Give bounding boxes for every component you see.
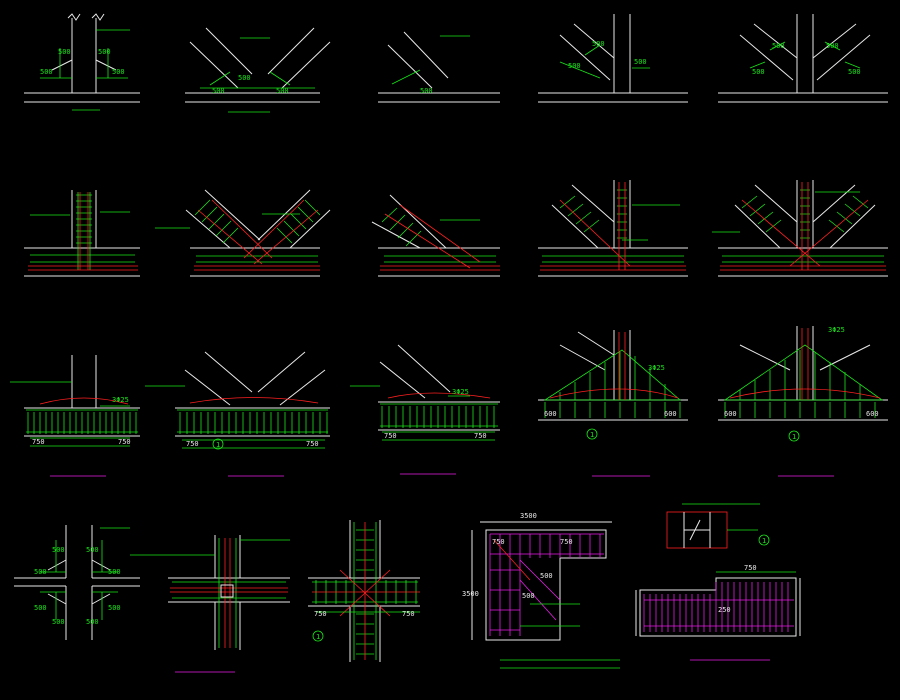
callout-number: 1	[316, 633, 320, 641]
dim-label: 600	[544, 410, 557, 418]
detail-a-haunch: 750 750 3Φ25	[10, 355, 140, 477]
dim-label: 500	[276, 87, 289, 95]
dim-label: 500	[848, 68, 861, 76]
dim-label: 500	[34, 604, 47, 612]
detail-d-rebar	[538, 180, 688, 277]
dim-label: 500	[112, 68, 125, 76]
dim-label: 250	[718, 606, 731, 614]
detail-c-haunch: 750 750 3Φ25	[350, 344, 500, 475]
dim-label: 500	[212, 87, 225, 95]
callout-number: 1	[590, 431, 594, 439]
dim-label: 600	[664, 410, 677, 418]
dim-label: 750	[384, 432, 397, 440]
corner-detail: 3500 3500 500 500 750 750	[462, 512, 620, 669]
dim-label: 500	[826, 42, 839, 50]
detail-c-outline: 500	[378, 31, 500, 103]
cross-rebar	[130, 535, 290, 673]
dim-label: 750	[474, 432, 487, 440]
callout-marker	[586, 428, 598, 440]
detail-b-haunch: 750 750 1	[145, 351, 330, 477]
dim-label: 3Φ25	[452, 388, 469, 396]
dim-label: 500	[752, 68, 765, 76]
dim-label: 750	[306, 440, 319, 448]
dim-label: 750	[118, 438, 131, 446]
callout-number: 1	[792, 433, 796, 441]
dim-label: 3500	[462, 590, 479, 598]
dim-label: 600	[724, 410, 737, 418]
detail-e-haunch: 600 600 3Φ25 1	[718, 326, 888, 477]
beam-section: 1	[666, 503, 770, 549]
detail-e-outline: 500 500 500 500	[718, 14, 888, 103]
dim-label: 750	[402, 610, 415, 618]
dim-label: 500	[420, 87, 433, 95]
callout-marker	[312, 630, 324, 642]
dim-label: 3Φ25	[112, 396, 129, 404]
callout-number: 1	[216, 441, 220, 449]
dim-label: 500	[98, 48, 111, 56]
dim-label: 750	[492, 538, 505, 546]
detail-c-rebar	[371, 194, 500, 277]
dim-label: 3Φ25	[648, 364, 665, 372]
dim-label: 750	[314, 610, 327, 618]
beam-elevation: 750 250	[635, 564, 801, 661]
dim-label: 500	[108, 568, 121, 576]
cross-haunch: 750 750 1	[308, 520, 420, 662]
node-box	[220, 584, 234, 598]
detail-a-outline: 500 500 500 500	[24, 13, 140, 111]
dim-label: 500	[34, 568, 47, 576]
callout-marker	[212, 438, 224, 450]
dim-label: 500	[540, 572, 553, 580]
dim-label: 750	[560, 538, 573, 546]
dim-label: 500	[522, 592, 535, 600]
callout-marker	[788, 430, 800, 442]
detail-d-haunch: 600 600 3Φ25 1	[538, 330, 688, 477]
detail-e-rebar	[712, 180, 888, 277]
dim-label: 500	[108, 604, 121, 612]
dim-label: 500	[86, 546, 99, 554]
detail-b-outline: 500 500 500	[185, 27, 331, 113]
dim-label: 750	[744, 564, 757, 572]
dim-label: 500	[238, 74, 251, 82]
dim-label: 500	[52, 618, 65, 626]
dim-label: 500	[568, 62, 581, 70]
callout-marker	[758, 534, 770, 546]
detail-d-outline: 500 500 500	[538, 14, 688, 103]
dim-label: 500	[40, 68, 53, 76]
dim-label: 750	[32, 438, 45, 446]
detail-a-rebar	[24, 190, 140, 277]
dim-label: 500	[772, 42, 785, 50]
cross-outline: 500 500 500 500 500 500 500 500	[14, 525, 140, 640]
detail-b-rebar	[155, 189, 331, 277]
dim-label: 3Φ25	[828, 326, 845, 334]
dim-label: 500	[592, 40, 605, 48]
callout-number: 1	[762, 537, 766, 545]
dim-label: 500	[86, 618, 99, 626]
dim-label: 500	[634, 58, 647, 66]
dim-label: 750	[186, 440, 199, 448]
dim-label: 600	[866, 410, 879, 418]
dim-label: 500	[58, 48, 71, 56]
dim-label: 3500	[520, 512, 537, 520]
dim-label: 500	[52, 546, 65, 554]
